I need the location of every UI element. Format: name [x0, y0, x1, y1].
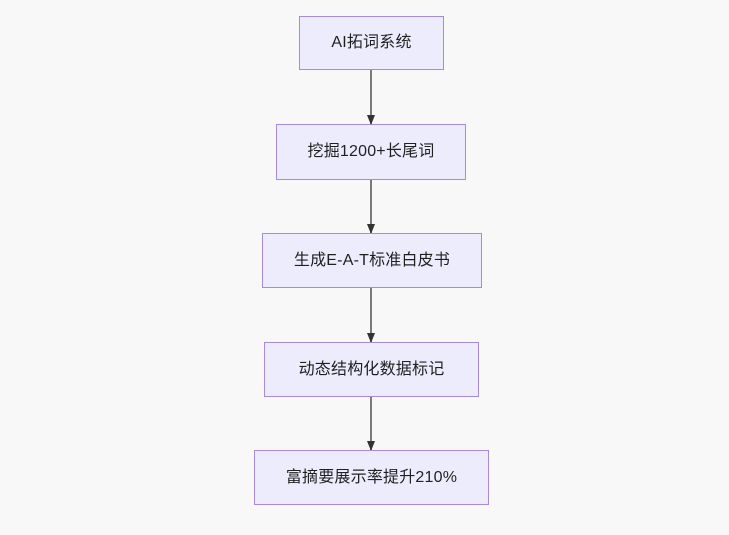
- flow-node-label: 生成E-A-T标准白皮书: [293, 251, 451, 269]
- flow-node-mine-longtail-keywords[interactable]: 挖掘1200+长尾词: [276, 124, 466, 180]
- flow-node-rich-snippet-impression-lift[interactable]: 富摘要展示率提升210%: [254, 450, 489, 505]
- flow-node-label: 挖掘1200+长尾词: [307, 143, 435, 161]
- flow-node-generate-eat-whitepaper[interactable]: 生成E-A-T标准白皮书: [262, 233, 482, 288]
- flow-node-label: 富摘要展示率提升210%: [285, 468, 458, 486]
- flow-node-dynamic-structured-data-markup[interactable]: 动态结构化数据标记: [264, 342, 479, 397]
- flow-node-label: 动态结构化数据标记: [298, 360, 445, 378]
- flow-node-ai-keyword-system[interactable]: AI拓词系统: [299, 16, 444, 70]
- flow-node-label: AI拓词系统: [331, 34, 412, 52]
